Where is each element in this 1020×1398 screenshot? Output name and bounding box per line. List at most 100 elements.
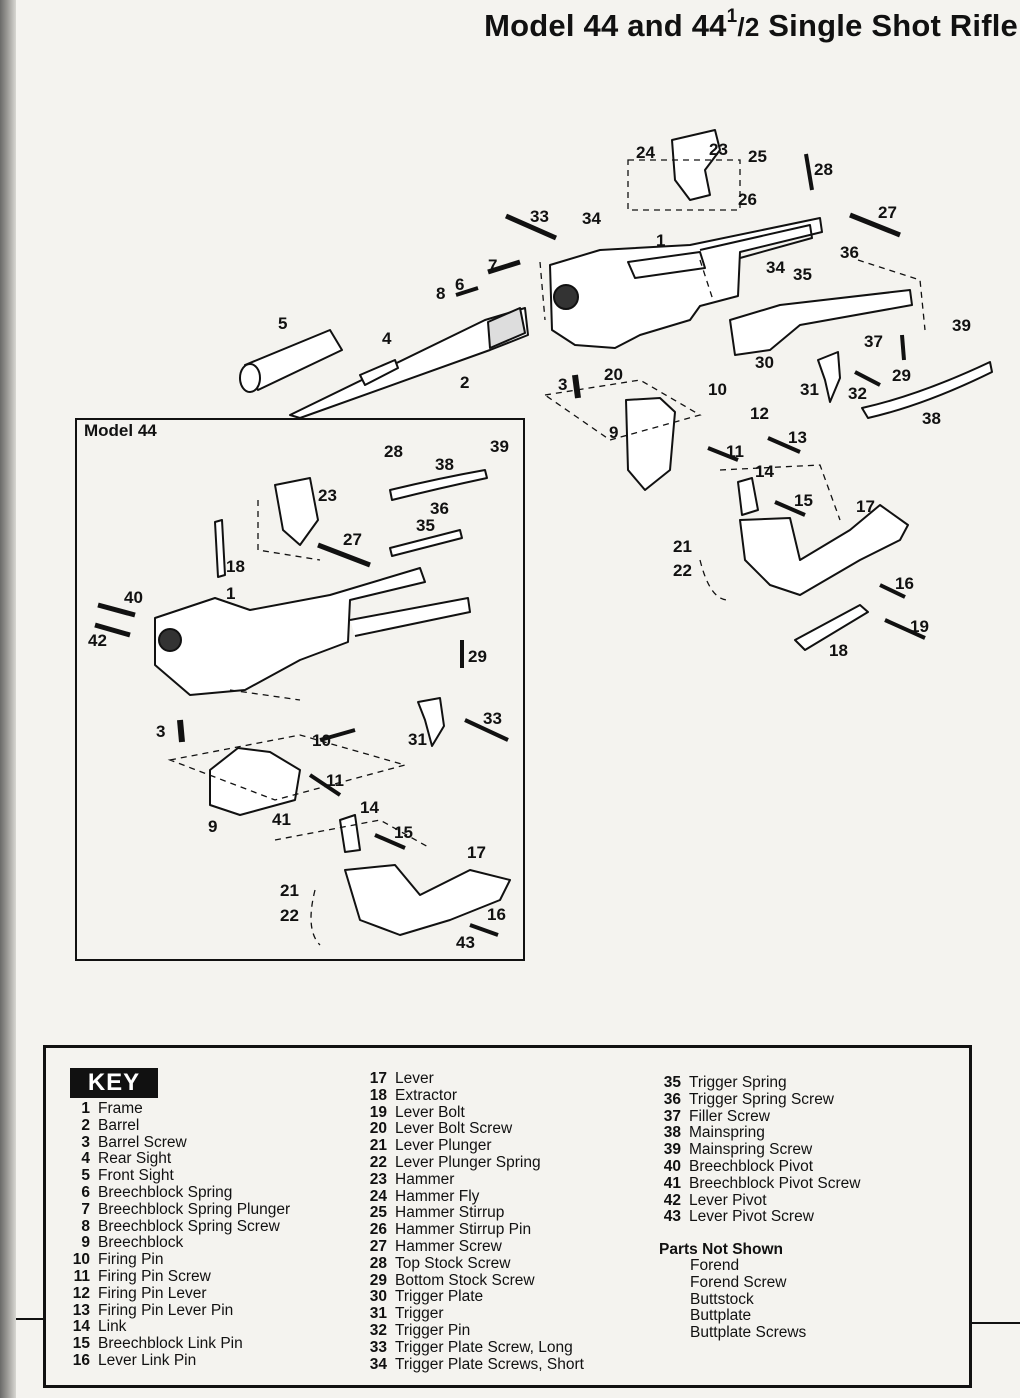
callout: 34: [766, 258, 785, 277]
part-trigger-plate: [729, 289, 913, 356]
callout: 11: [326, 771, 344, 790]
key-item-number: 18: [369, 1086, 387, 1104]
key-item-label: Lever Bolt: [395, 1103, 465, 1121]
key-item-label: Mainspring Screw: [689, 1141, 813, 1159]
callout: 42: [88, 631, 107, 650]
key-item-label: Mainspring: [689, 1124, 765, 1142]
key-item: 27 Hammer Screw: [355, 1237, 584, 1256]
callout: 29: [468, 647, 487, 666]
key-item-number: 27: [369, 1237, 387, 1255]
callout: 19: [910, 617, 929, 636]
inset-callouts: 28 39 38 36 23 35 27 18 1 40 42 29 33 31…: [88, 437, 509, 952]
key-item-number: 28: [369, 1254, 387, 1272]
callout: 9: [208, 817, 217, 836]
key-item-number: 2: [81, 1116, 90, 1134]
key-item-number: 37: [663, 1107, 681, 1125]
part-link: [737, 477, 759, 516]
inset-mainspring: [389, 469, 488, 501]
key-item-number: 8: [81, 1217, 90, 1235]
key-item-number: 7: [81, 1200, 90, 1218]
key-item-number: 30: [369, 1288, 387, 1306]
key-item-label: Frame: [98, 1100, 143, 1117]
pin-19: [884, 618, 926, 640]
callout: 43: [456, 933, 475, 952]
spring-6: [455, 286, 479, 297]
parts-not-shown-item: Forend Screw: [690, 1273, 787, 1291]
inset-pin-15: [374, 833, 406, 850]
exploded-diagram: 24 23 25 28 26 33 34 27 1 36 7 6 8 34 35…: [88, 129, 993, 952]
key-item-number: 21: [369, 1137, 387, 1155]
callout: 16: [895, 574, 914, 593]
callout: 3: [156, 722, 165, 741]
callout: 32: [848, 384, 867, 403]
key-item-label: Breechblock Link Pin: [98, 1335, 243, 1353]
key-item-number: 4: [81, 1150, 90, 1168]
barrel-threads: [487, 307, 526, 349]
pin-32: [854, 370, 881, 387]
main-callouts: 24 23 25 28 26 33 34 27 1 36 7 6 8 34 35…: [278, 140, 971, 660]
key-item-label: Hammer Stirrup: [395, 1204, 505, 1222]
key-item-label: Lever Link Pin: [98, 1351, 197, 1369]
key-item-label: Breechblock Spring Plunger: [98, 1200, 291, 1218]
key-item-label: Link: [98, 1318, 127, 1336]
key-item-label: Lever Pivot Screw: [689, 1208, 814, 1226]
callout: 35: [416, 516, 435, 535]
key-item-number: 12: [72, 1284, 90, 1302]
callout: 35: [793, 265, 812, 284]
inset-lever: [344, 864, 511, 936]
key-item-label: Hammer: [395, 1170, 455, 1188]
pin-16: [879, 583, 906, 599]
callout: 38: [922, 409, 941, 428]
key-item-label: Hammer Stirrup Pin: [395, 1221, 532, 1239]
key-item-label: Trigger Plate Screw, Long: [395, 1338, 573, 1356]
callout: 17: [467, 843, 486, 862]
key-item-number: 40: [663, 1157, 681, 1175]
callout: 37: [864, 332, 883, 351]
parts-not-shown-title: Parts Not Shown: [659, 1241, 784, 1258]
callout: 12: [750, 404, 769, 423]
callout: 22: [280, 906, 299, 925]
key-item-label: Bottom Stock Screw: [395, 1271, 535, 1289]
callout: 1: [656, 231, 665, 250]
screw-3: [572, 374, 581, 399]
key-badge: KEY: [70, 1068, 158, 1098]
inset-trigger-spring: [389, 529, 463, 557]
key-item-number: 11: [73, 1267, 90, 1285]
key-item: 1 Frame: [60, 1100, 290, 1118]
key-item-label: Firing Pin: [98, 1251, 164, 1269]
parts-key-box: [43, 1045, 972, 1388]
callout: 2: [460, 373, 469, 392]
part-rear-sight: [359, 359, 399, 386]
key-item-label: Firing Pin Lever: [98, 1284, 207, 1302]
front-sight-end: [239, 363, 261, 393]
key-item-label: Front Sight: [98, 1167, 174, 1185]
key-item-number: 43: [663, 1208, 681, 1226]
key-item-number: 10: [72, 1251, 90, 1269]
key-item-number: 15: [72, 1335, 90, 1353]
key-item-label: Barrel Screw: [98, 1133, 187, 1151]
key-item: 40 Breechblock Pivot: [650, 1157, 860, 1176]
key-item-number: 38: [663, 1124, 681, 1142]
key-item-number: 6: [81, 1183, 90, 1201]
key-item-label: Lever Pivot: [689, 1191, 767, 1209]
key-item-label: Trigger Spring Screw: [689, 1090, 835, 1108]
callout: 28: [384, 442, 403, 461]
key-item-label: Lever Bolt Screw: [395, 1120, 513, 1138]
callout: 22: [673, 561, 692, 580]
key-item-number: 1: [81, 1100, 90, 1117]
inset-frame-tang: [349, 597, 471, 637]
key-item: 15 Breechblock Link Pin: [60, 1335, 290, 1353]
key-item-label: Hammer Screw: [395, 1237, 502, 1255]
callout: 26: [738, 190, 757, 209]
key-item-label: Breechblock Pivot: [689, 1157, 814, 1175]
part-hammer: [671, 129, 721, 201]
